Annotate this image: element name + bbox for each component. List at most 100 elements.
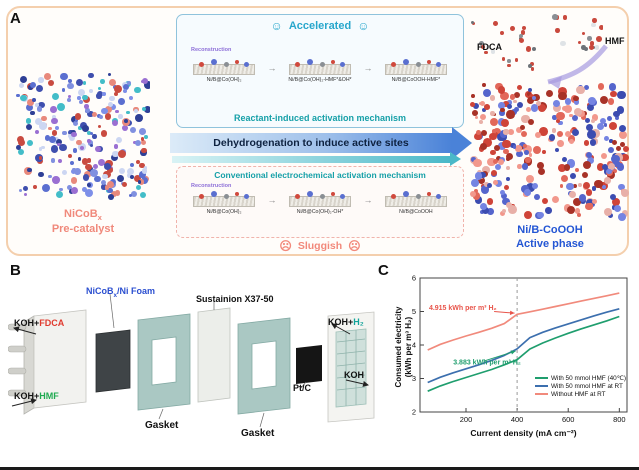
- ptc-label: Pt/C: [293, 383, 311, 393]
- legend-label: With 50 mmol HMF (40℃): [551, 375, 626, 382]
- fdca-molecule-graphic: [470, 16, 540, 72]
- page-rule: [0, 467, 639, 470]
- sluggish-header: ☹ Sluggish ☹: [240, 239, 400, 253]
- catalyst-step: Ni/B@Co(OH)₂-OH*: [277, 187, 363, 215]
- step-arrow-icon: →: [267, 63, 277, 73]
- precatalyst-label: NiCoBx Pre-catalyst: [51, 208, 115, 235]
- membrane-sheet: [197, 307, 231, 403]
- svg-text:200: 200: [460, 415, 473, 424]
- accelerated-label: Accelerated: [288, 20, 352, 32]
- catalyst-surface-graphic: [288, 187, 351, 207]
- svg-text:5: 5: [412, 307, 416, 316]
- catalyst-surface-graphic: [288, 55, 351, 75]
- hmf-in-arrow: [11, 398, 37, 407]
- sluggish-label: Sluggish: [297, 240, 343, 252]
- x-axis-label: Current density (mA cm⁻²): [470, 428, 577, 438]
- sad-face-icon: ☹: [348, 239, 361, 253]
- fdca-label: FDCA: [477, 42, 502, 52]
- hmf-label: HMF: [605, 36, 625, 46]
- reactant-induced-caption: Reactant-induced activation mechanism: [233, 113, 407, 123]
- accelerated-header: ☺ Accelerated ☺: [177, 19, 463, 33]
- precatalyst-sphere-cluster: [16, 72, 150, 204]
- gasket-2-leader: [259, 412, 265, 428]
- legend-item: With 50 mmol HMF (40℃): [535, 374, 626, 382]
- chart-legend: With 50 mmol HMF (40℃)With 50 mmol HMF a…: [535, 374, 626, 398]
- panel-a-label: A: [10, 10, 21, 27]
- reconstruction-label: Reconstruction: [191, 183, 232, 189]
- svg-text:6: 6: [412, 274, 416, 283]
- catalyst-surface-graphic: [193, 55, 256, 75]
- hmf-molecule-graphic: [548, 12, 603, 54]
- consumed-electricity-chart: Consumed electricity (kWh per m³ H₂) 2 3 4…: [386, 272, 636, 468]
- svg-text:600: 600: [562, 415, 575, 424]
- catalyst-step: Ni/B@Co(OH)₂: [181, 55, 267, 83]
- left-endplate: [33, 309, 87, 409]
- ptc-electrode: [296, 345, 322, 384]
- conventional-caption: Conventional electrochemical activation …: [214, 170, 426, 180]
- flow-channels: [336, 330, 366, 406]
- svg-text:3.883 kWh per m³ H₂: 3.883 kWh per m³ H₂: [453, 359, 521, 366]
- membrane-label: Sustainion X37-50: [196, 294, 274, 304]
- koh-label: KOH: [344, 370, 364, 380]
- panel-c-label: C: [378, 262, 389, 279]
- dehydrogenation-arrow: Dehydrogenation to induce active sites: [170, 133, 452, 153]
- active-phase-sphere-cluster: [470, 82, 630, 222]
- svg-text:3: 3: [412, 374, 416, 383]
- secondary-arrow: [172, 156, 450, 163]
- dehydrogenation-arrow-text: Dehydrogenation to induce active sites: [213, 137, 409, 149]
- electrode-label: NiCoBx/Ni Foam: [86, 286, 156, 299]
- legend-line-swatch: [535, 377, 548, 379]
- hmf-to-fdca-arrow: [547, 44, 608, 89]
- catalyst-step: Ni/B@Co(OH)₂: [181, 187, 267, 215]
- bolt-icons: [8, 323, 27, 397]
- electrode-leader-line: [109, 293, 115, 329]
- conventional-steps-row: Ni/B@Co(OH)₂ → Ni/B@Co(OH)₂-OH* → Ni/B@C…: [181, 187, 459, 215]
- svg-text:4.915 kWh per m³ H₂: 4.915 kWh per m³ H₂: [429, 305, 497, 312]
- gasket-2-label: Gasket: [241, 428, 275, 439]
- koh-in-arrow: [345, 379, 369, 387]
- conventional-mechanism-box: Conventional electrochemical activation …: [176, 166, 464, 238]
- sad-face-icon: ☹: [279, 239, 292, 253]
- catalyst-surface-graphic: [384, 55, 447, 75]
- y-axis-label: Consumed electricity (kWh per m³ H₂): [394, 306, 413, 388]
- nicob-foam-electrode: [95, 329, 131, 393]
- catalyst-surface-graphic: [384, 187, 447, 207]
- secondary-arrowhead-icon: [450, 152, 461, 166]
- accelerated-mechanism-box: ☺ Accelerated ☺ Reconstruction Ni/B@Co(OH)…: [176, 14, 464, 128]
- h2-out-arrow: [331, 323, 351, 335]
- fdca-out-arrow: [13, 326, 37, 335]
- catalyst-step: Ni/B@Co(OH)₂-HMF*&OH*: [277, 55, 363, 83]
- gasket-1-leader: [158, 408, 164, 420]
- happy-face-icon: ☺: [270, 19, 283, 33]
- anolyte-out-label: KOH+FDCA: [14, 318, 65, 328]
- reconstruction-label: Reconstruction: [191, 47, 232, 53]
- legend-line-swatch: [535, 385, 548, 387]
- catalyst-surface-graphic: [193, 187, 256, 207]
- catholyte-out-label: KOH+H₂: [328, 317, 364, 327]
- svg-text:4: 4: [412, 341, 416, 350]
- gasket-1-window: [151, 336, 177, 386]
- accelerated-steps-row: Ni/B@Co(OH)₂ → Ni/B@Co(OH)₂-HMF*&OH* → N…: [181, 55, 459, 83]
- svg-text:400: 400: [511, 415, 524, 424]
- step-arrow-icon: →: [363, 195, 373, 205]
- legend-label: Without HMF at RT: [551, 390, 606, 398]
- ptc-leader: [300, 381, 307, 389]
- catalyst-step: Ni/B@CoOOH-HMF*: [373, 55, 459, 83]
- dehydrogenation-arrowhead-icon: [452, 127, 472, 159]
- panel-b-label: B: [10, 262, 21, 279]
- svg-text:2: 2: [412, 408, 416, 417]
- legend-label: With 50 mmol HMF at RT: [551, 382, 623, 390]
- happy-face-icon: ☺: [357, 19, 370, 33]
- gasket-1-label: Gasket: [145, 420, 179, 431]
- legend-item: Without HMF at RT: [535, 390, 626, 398]
- step-arrow-icon: →: [267, 195, 277, 205]
- anolyte-in-label: KOH+HMF: [14, 391, 59, 401]
- catalyst-step: Ni/B@CoOOH: [373, 187, 459, 215]
- legend-line-swatch: [535, 393, 548, 395]
- gasket-2-window: [251, 340, 277, 390]
- legend-item: With 50 mmol HMF at RT: [535, 382, 626, 390]
- active-phase-label: Ni/B-CoOOH Active phase: [516, 224, 584, 250]
- step-arrow-icon: →: [363, 63, 373, 73]
